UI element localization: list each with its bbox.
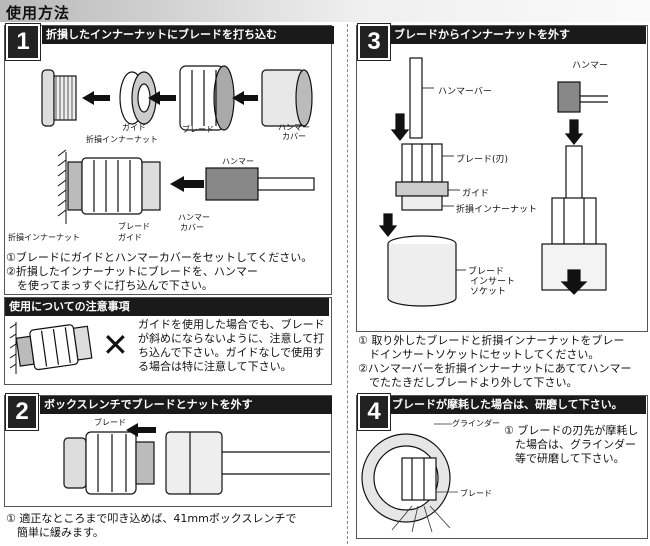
step1-label-blade: ブレード (182, 125, 214, 134)
step3-instruction-3: ②ハンマーバーを折損インナーナットにあててハンマー (358, 362, 632, 375)
step2-number: 2 (5, 393, 39, 431)
step1-label-hammer-cover-v1: ハンマー (178, 213, 210, 222)
step3-instruction-1: ① 取り外したブレードと折損インナーナットをブレー (358, 334, 625, 347)
step1-instruction-3: を使ってまっすぐに打ち込んで下さい。 (6, 279, 213, 292)
step3-illustration (378, 57, 608, 307)
step4-label-blade: ブレード (460, 489, 492, 498)
step3-label-insert-socket-2: インサート (470, 277, 516, 287)
step1-label-broken-nut2: 折損インナーナット (8, 233, 80, 242)
caution-heading: 使用についての注意事項 (5, 298, 329, 316)
step4-instruction-2: た場合は、グラインダー (504, 438, 636, 451)
step3-label-insert-socket-1: ブレード (468, 267, 505, 277)
step3-label-blade-edge: ブレード(刃) (456, 155, 509, 165)
step4-illustration (361, 423, 458, 533)
caution-text-3: ち込んで下さい。ガイドなしで使用す (138, 346, 325, 359)
step1-number: 1 (5, 23, 41, 61)
step3-instruction-4: でたたきだしブレードより外して下さい。 (358, 376, 578, 389)
step3-label-broken-nut: 折損インナーナット (456, 205, 538, 215)
step1-label-hammer: ハンマー (222, 157, 254, 166)
step3-label-hammer-bar: ハンマーバー (438, 87, 492, 97)
step1-label-guide: ガイド (122, 123, 146, 132)
step4-instruction-1: ① ブレードの刃先が摩耗し (504, 424, 639, 437)
caution-cross-mark: ✕ (102, 326, 129, 364)
caution-text-4: る場合は特に注意して下さい。 (138, 360, 292, 373)
page-title-bar: 使用方法 (0, 0, 650, 22)
step1-label-hammer-cover-1: ハンマー (278, 123, 310, 132)
step1-instruction-1: ①ブレードにガイドとハンマーカバーをセットしてください。 (6, 251, 313, 264)
step3-label-guide: ガイド (462, 189, 490, 199)
step4-heading: ブレードが摩耗した場合は、研磨して下さい。 (388, 396, 646, 414)
step4-instruction-3: 等で研磨して下さい。 (504, 452, 625, 465)
step2-instruction-2: 簡単に緩みます。 (6, 526, 104, 539)
column-divider (347, 24, 348, 544)
step3-number: 3 (357, 23, 391, 61)
step2-heading: ボックスレンチでブレードとナットを外す (40, 396, 332, 414)
caution-text-2: が斜めにならないように、注意して打 (138, 332, 325, 345)
step4-label-grinder: グラインダー (452, 419, 500, 428)
step2-illustration (63, 423, 330, 495)
step2-label-blade: ブレード (94, 418, 126, 427)
caution-illustration (9, 322, 93, 374)
step3-heading: ブレードからインナーナットを外す (390, 26, 646, 44)
step3-label-hammer: ハンマー (572, 61, 609, 71)
step1-heading: 折損したインナーナットにブレードを打ち込む (42, 26, 334, 44)
page-title: 使用方法 (6, 4, 71, 22)
step3-label-insert-socket-3: ソケット (470, 287, 507, 297)
step2-instruction-1: ① 適正なところまで叩き込めば、41mmボックスレンチで (6, 512, 297, 525)
step1-label-hammer-cover-2: カバー (282, 132, 306, 141)
step1-label-hammer-cover-v2: カバー (180, 223, 204, 232)
step1-assembly-illustration (57, 149, 315, 224)
caution-text-1: ガイドを使用した場合でも、ブレード (138, 318, 325, 331)
step4-number: 4 (357, 393, 391, 431)
step1-label-blade2: ブレード (118, 222, 150, 231)
step1-instruction-2: ②折損したインナーナットにブレードを、ハンマー (6, 265, 258, 278)
step1-exploded-illustration (41, 65, 313, 131)
step3-instruction-2: ドインサートソケットにセットしてください。 (358, 348, 600, 361)
step1-label-broken-nut: 折損インナーナット (86, 135, 158, 144)
step1-label-guide2: ガイド (118, 233, 142, 242)
